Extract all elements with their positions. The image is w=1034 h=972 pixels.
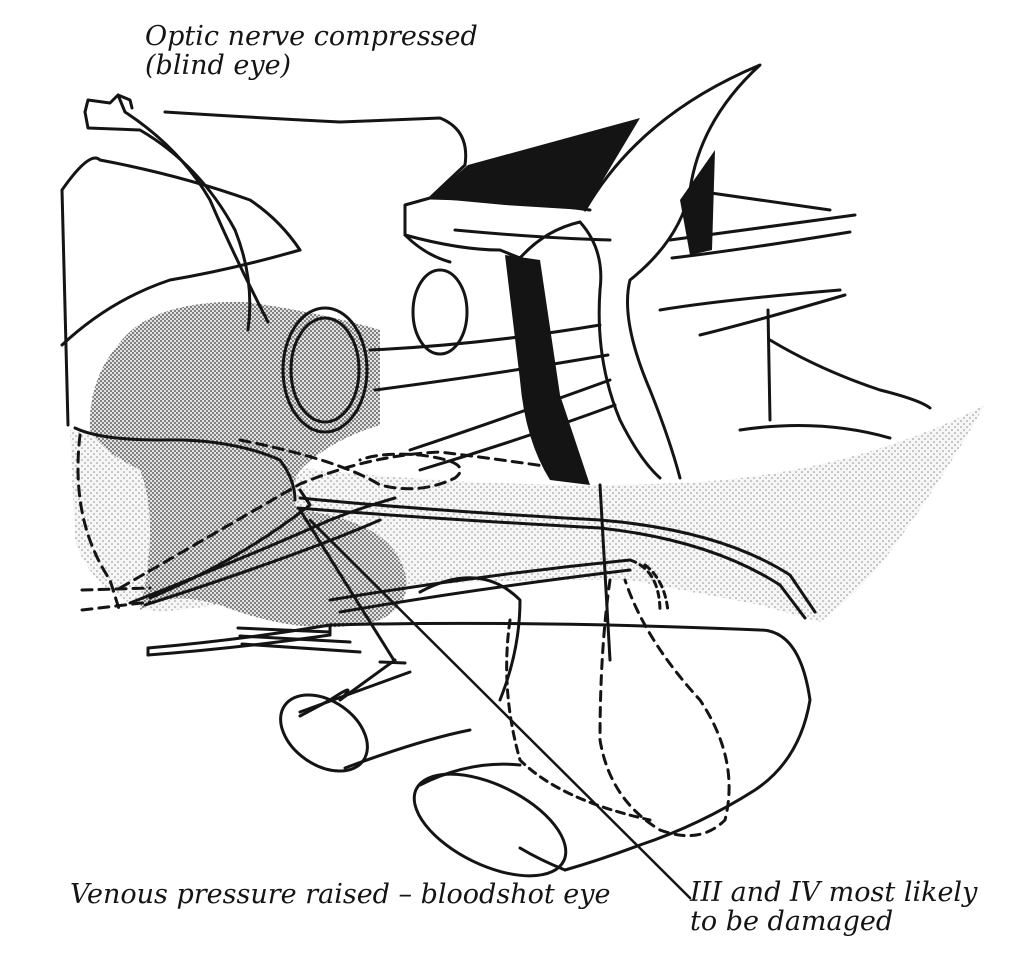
anterior-clinoid-oval [411,268,469,356]
dashed-boundary-1 [76,433,122,614]
leader-line-venous [298,508,397,664]
dorsum-line [738,424,892,440]
nerve-tube-1 [368,323,610,392]
lower-vessel-cut-2 [412,772,568,878]
internal-carotid-upper-inner [116,93,270,324]
lower-vessel-walls [298,670,472,770]
posterior-clinoid-wing-left [578,220,662,480]
dura-outline [60,156,302,427]
tentorium-edge [668,188,857,260]
stipple-boundary-upper [73,426,297,502]
dura-fold [60,248,302,347]
cranial-nerves-label-line1: III and IV most likely [690,877,978,908]
nerve-lower-triplet [236,626,362,654]
anterior-clinoid [403,220,582,260]
nerve-VI-loop [628,558,670,614]
nerve-ends [146,623,332,657]
lateral-wall-upper [598,483,612,662]
optic-nerve-label: Optic nerve compressed (blind eye) [145,22,478,80]
lower-vessel-walls-2 [418,762,567,872]
nerve-V1 [143,518,382,607]
nerve-lower-pair [146,623,332,657]
diaphragm-outline [163,110,468,264]
lower-cup [418,576,522,702]
small-notch [378,660,407,665]
shadow-region-upper [430,118,640,210]
venous-pressure-label: Venous pressure raised – bloodshot eye [70,879,611,910]
lateral-wall [328,621,812,872]
cranial-nerves-label: III and IV most likely to be damaged [690,878,977,936]
carotid-stump [83,93,134,114]
leader-line-cn [308,518,692,900]
optic-nerve-ring-inner [289,316,361,424]
nerve-III-lower [296,506,807,620]
shadow-region-right [680,150,715,255]
dashed-carotid [80,586,152,612]
dashed-boundary-4 [598,578,731,838]
nerve-tube-3 [408,378,617,472]
pituitary-tumour [89,301,407,628]
posterior-clinoid-wing [583,63,762,480]
optic-nerve-label-line1: Optic nerve compressed [145,21,478,52]
optic-nerve-label-line2: (blind eye) [145,50,292,81]
dashed-boundary-2 [118,450,572,590]
shadow-region-column [505,255,590,485]
lower-vessel-cut-1 [279,693,369,773]
internal-carotid-upper [83,110,252,332]
tentorium-lower [658,288,932,422]
optic-nerve-ring-outer [281,306,369,434]
cranial-nerves-label-line2: to be damaged [690,906,894,937]
dashed-boundary-3 [238,438,462,491]
dashed-boundary-5 [505,618,652,822]
